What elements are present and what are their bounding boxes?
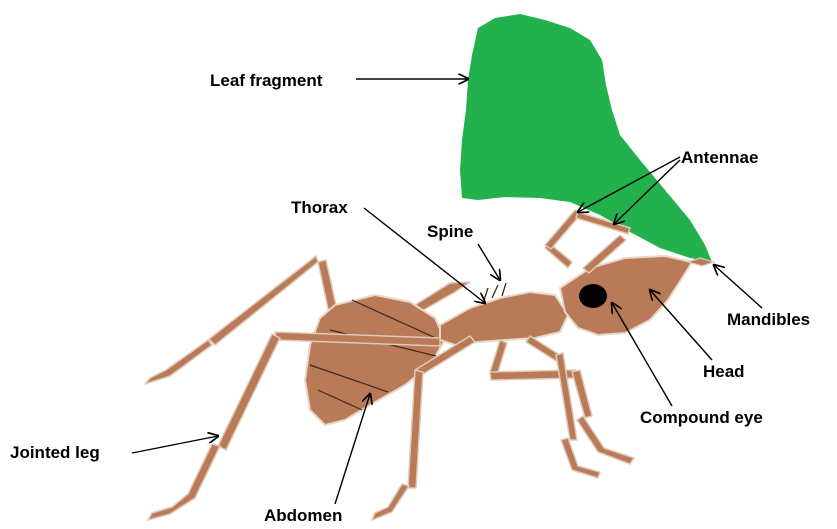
thorax xyxy=(440,283,568,345)
label-jointed-leg: Jointed leg xyxy=(10,443,100,462)
label-abdomen: Abdomen xyxy=(264,506,342,525)
label-compound-eye: Compound eye xyxy=(640,408,763,427)
leader-mandibles xyxy=(714,265,762,308)
label-antennae: Antennae xyxy=(681,148,758,167)
label-spine: Spine xyxy=(427,222,473,241)
leg-back-right-upper xyxy=(415,282,470,312)
abdomen xyxy=(305,295,445,425)
leaf-fragment xyxy=(460,14,712,262)
leg-rear-mid xyxy=(209,256,318,345)
label-mandibles: Mandibles xyxy=(727,310,810,329)
leader-head xyxy=(650,290,712,360)
leg-rear-foot xyxy=(145,340,212,384)
leader-spine xyxy=(478,244,500,280)
label-head: Head xyxy=(703,362,745,381)
label-leaf-fragment: Leaf fragment xyxy=(210,71,323,90)
label-thorax: Thorax xyxy=(291,198,348,217)
compound-eye xyxy=(579,284,607,308)
leader-jointed-leg xyxy=(132,436,218,453)
